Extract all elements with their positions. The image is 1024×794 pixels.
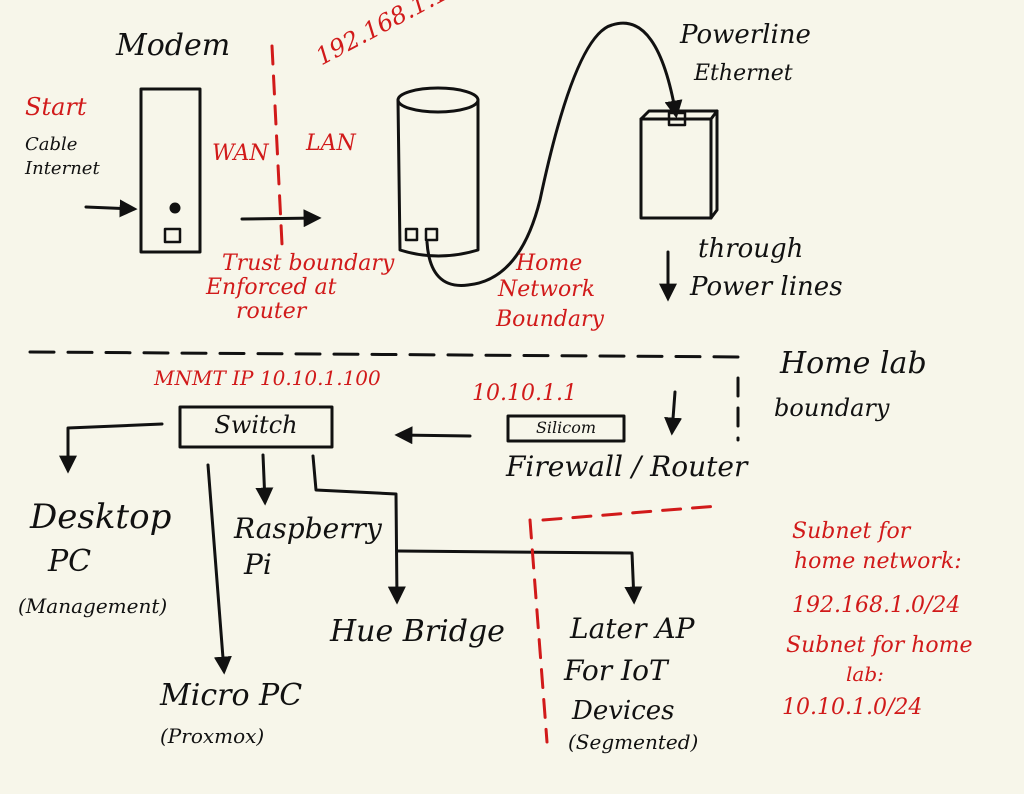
management-ip-label: MNMT IP 10.10.1.100 xyxy=(154,366,381,390)
later-ap-label: Later AP xyxy=(570,612,695,645)
wan-lan-boundary-line xyxy=(270,44,284,246)
home-lab-label: Home lab xyxy=(780,346,927,381)
home-subnet-label-2: home network: xyxy=(794,549,962,574)
into-firewall-arrow xyxy=(664,390,683,436)
desktop-label: Desktop xyxy=(30,497,172,537)
enforced-at-label: Enforced at xyxy=(206,275,337,300)
desktop-management-label: (Management) xyxy=(18,594,168,618)
internet-label: Internet xyxy=(25,158,100,179)
wan-label: WAN xyxy=(212,141,269,166)
internet-to-modem-arrow xyxy=(84,199,138,218)
home-network-label-2: Network xyxy=(498,277,596,302)
firewall-router-label: Firewall / Router xyxy=(506,450,748,483)
home-network-label-1: Home xyxy=(516,251,583,276)
home-subnet-label-1: Subnet for xyxy=(792,519,911,544)
through-label: through xyxy=(698,234,804,264)
iot-segment-boundary-vertical xyxy=(528,518,549,744)
router-to-powerline-cable xyxy=(425,21,683,287)
modem-to-router-arrow xyxy=(240,209,322,228)
proxmox-label: (Proxmox) xyxy=(160,724,265,748)
lab-subnet-label-2: lab: xyxy=(846,662,884,686)
raspberry-label: Raspberry xyxy=(234,512,382,545)
firewall-to-switch-arrow xyxy=(394,426,472,445)
router-device xyxy=(396,86,480,258)
powerline-device xyxy=(639,109,719,220)
powerline-label-line2: Ethernet xyxy=(694,61,793,86)
lab-subnet-value: 10.10.1.0/24 xyxy=(782,695,923,720)
raspberry-pi-label: Pi xyxy=(244,548,272,581)
devices-label: Devices xyxy=(572,696,675,726)
firewall-ip-label: 10.10.1.1 xyxy=(472,381,577,406)
silicom-label: Silicom xyxy=(535,418,597,437)
cable-label: Cable xyxy=(25,134,78,155)
hue-bridge-label: Hue Bridge xyxy=(330,614,505,649)
lab-subnet-label-1: Subnet for home xyxy=(786,633,973,658)
for-iot-label: For IoT xyxy=(564,654,668,687)
desktop-pc-label: PC xyxy=(48,544,92,579)
lan-label: LAN xyxy=(306,131,356,156)
home-lab-boundary-line xyxy=(28,350,747,359)
home-lab-boundary-label: boundary xyxy=(774,394,890,422)
router-label: router xyxy=(236,299,307,324)
home-subnet-value: 192.168.1.0/24 xyxy=(792,593,961,618)
iot-segment-boundary-horizontal xyxy=(541,504,720,522)
power-lines-label: Power lines xyxy=(690,272,843,302)
silicom-device xyxy=(506,414,626,443)
switch-label: Switch xyxy=(214,411,298,439)
switch-to-micro-pc-arrow xyxy=(206,463,232,675)
switch-to-later-ap-arrow xyxy=(396,549,643,605)
modem-label: Modem xyxy=(116,28,231,63)
home-network-label-3: Boundary xyxy=(496,307,604,332)
powerline-label-line1: Powerline xyxy=(680,20,811,50)
micro-pc-label: Micro PC xyxy=(160,678,303,713)
trust-boundary-label: Trust boundary xyxy=(222,251,395,276)
switch-to-raspberry-pi-arrow xyxy=(255,453,274,506)
modem-device xyxy=(139,87,202,254)
switch-to-hue-bridge-arrow xyxy=(311,454,406,605)
segmented-label: (Segmented) xyxy=(568,730,699,754)
switch-to-desktop-arrow xyxy=(59,422,164,474)
start-label: Start xyxy=(25,93,87,121)
switch-device xyxy=(178,405,334,449)
